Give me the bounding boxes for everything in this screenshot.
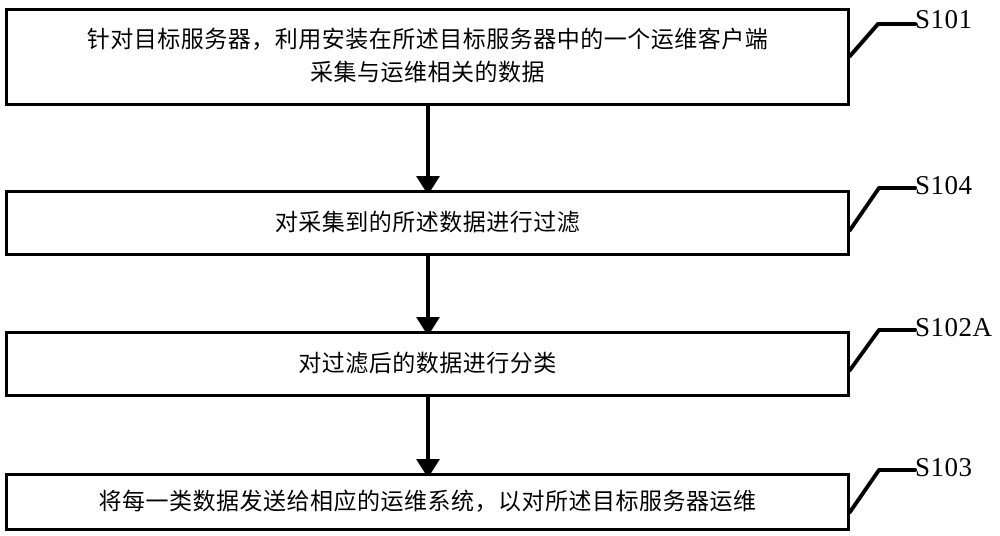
- process-box-s101[interactable]: 针对目标服务器，利用安装在所述目标服务器中的一个运维客户端 采集与运维相关的数据: [5, 8, 850, 106]
- process-box-s103-text: 将每一类数据发送给相应的运维系统，以对所述目标服务器运维: [98, 488, 757, 515]
- step-label-s102a: S102A: [915, 312, 993, 342]
- connector-s102a-s103: [416, 391, 440, 478]
- leader-line-s101: [848, 22, 917, 58]
- step-label-s104: S104: [915, 170, 973, 200]
- process-box-s102a[interactable]: 对过滤后的数据进行分类: [5, 331, 850, 397]
- leader-line-s103: [848, 468, 917, 514]
- step-label-s103: S103: [915, 452, 973, 482]
- connector-s101-s104: [416, 100, 440, 195]
- process-box-s101-text: 针对目标服务器，利用安装在所述目标服务器中的一个运维客户端 采集与运维相关的数据: [86, 27, 769, 86]
- leader-line-s104: [848, 186, 917, 232]
- process-box-s103[interactable]: 将每一类数据发送给相应的运维系统，以对所述目标服务器运维: [5, 473, 850, 531]
- process-box-s104[interactable]: 对采集到的所述数据进行过滤: [5, 190, 850, 256]
- connector-s104-s102a: [416, 250, 440, 336]
- step-label-s101: S101: [915, 4, 973, 34]
- process-box-s104-text: 对采集到的所述数据进行过滤: [274, 209, 581, 236]
- process-box-s102a-text: 对过滤后的数据进行分类: [298, 350, 557, 377]
- leader-line-s102a: [848, 328, 917, 372]
